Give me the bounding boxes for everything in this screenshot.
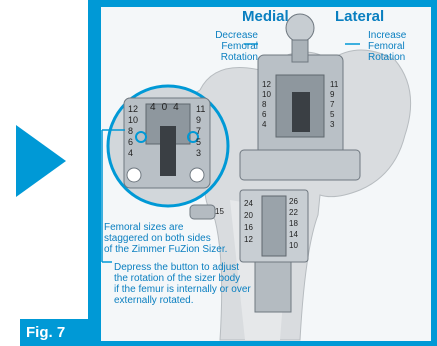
lock-icon	[190, 168, 204, 182]
sizer-slot	[292, 92, 310, 132]
knob-stem	[292, 40, 308, 62]
p-button-icon	[127, 168, 141, 182]
zoom-slot	[160, 126, 176, 176]
femoral-sizes-note: Femoral sizes are staggered on both side…	[104, 222, 264, 255]
side-arm	[190, 205, 215, 219]
figure-label: Fig. 7	[20, 319, 92, 346]
increase-rotation-label: Increase Femoral Rotation	[368, 30, 428, 63]
sizer-paddles	[240, 150, 360, 180]
side-tick-label: 15	[215, 207, 224, 216]
medial-label: Medial	[242, 8, 289, 25]
decrease-rotation-label: Decrease Femoral Rotation	[206, 30, 258, 63]
adjust-knob	[286, 14, 314, 42]
depress-button-note: Depress the button to adjust the rotatio…	[114, 262, 284, 306]
lateral-label: Lateral	[335, 8, 384, 25]
